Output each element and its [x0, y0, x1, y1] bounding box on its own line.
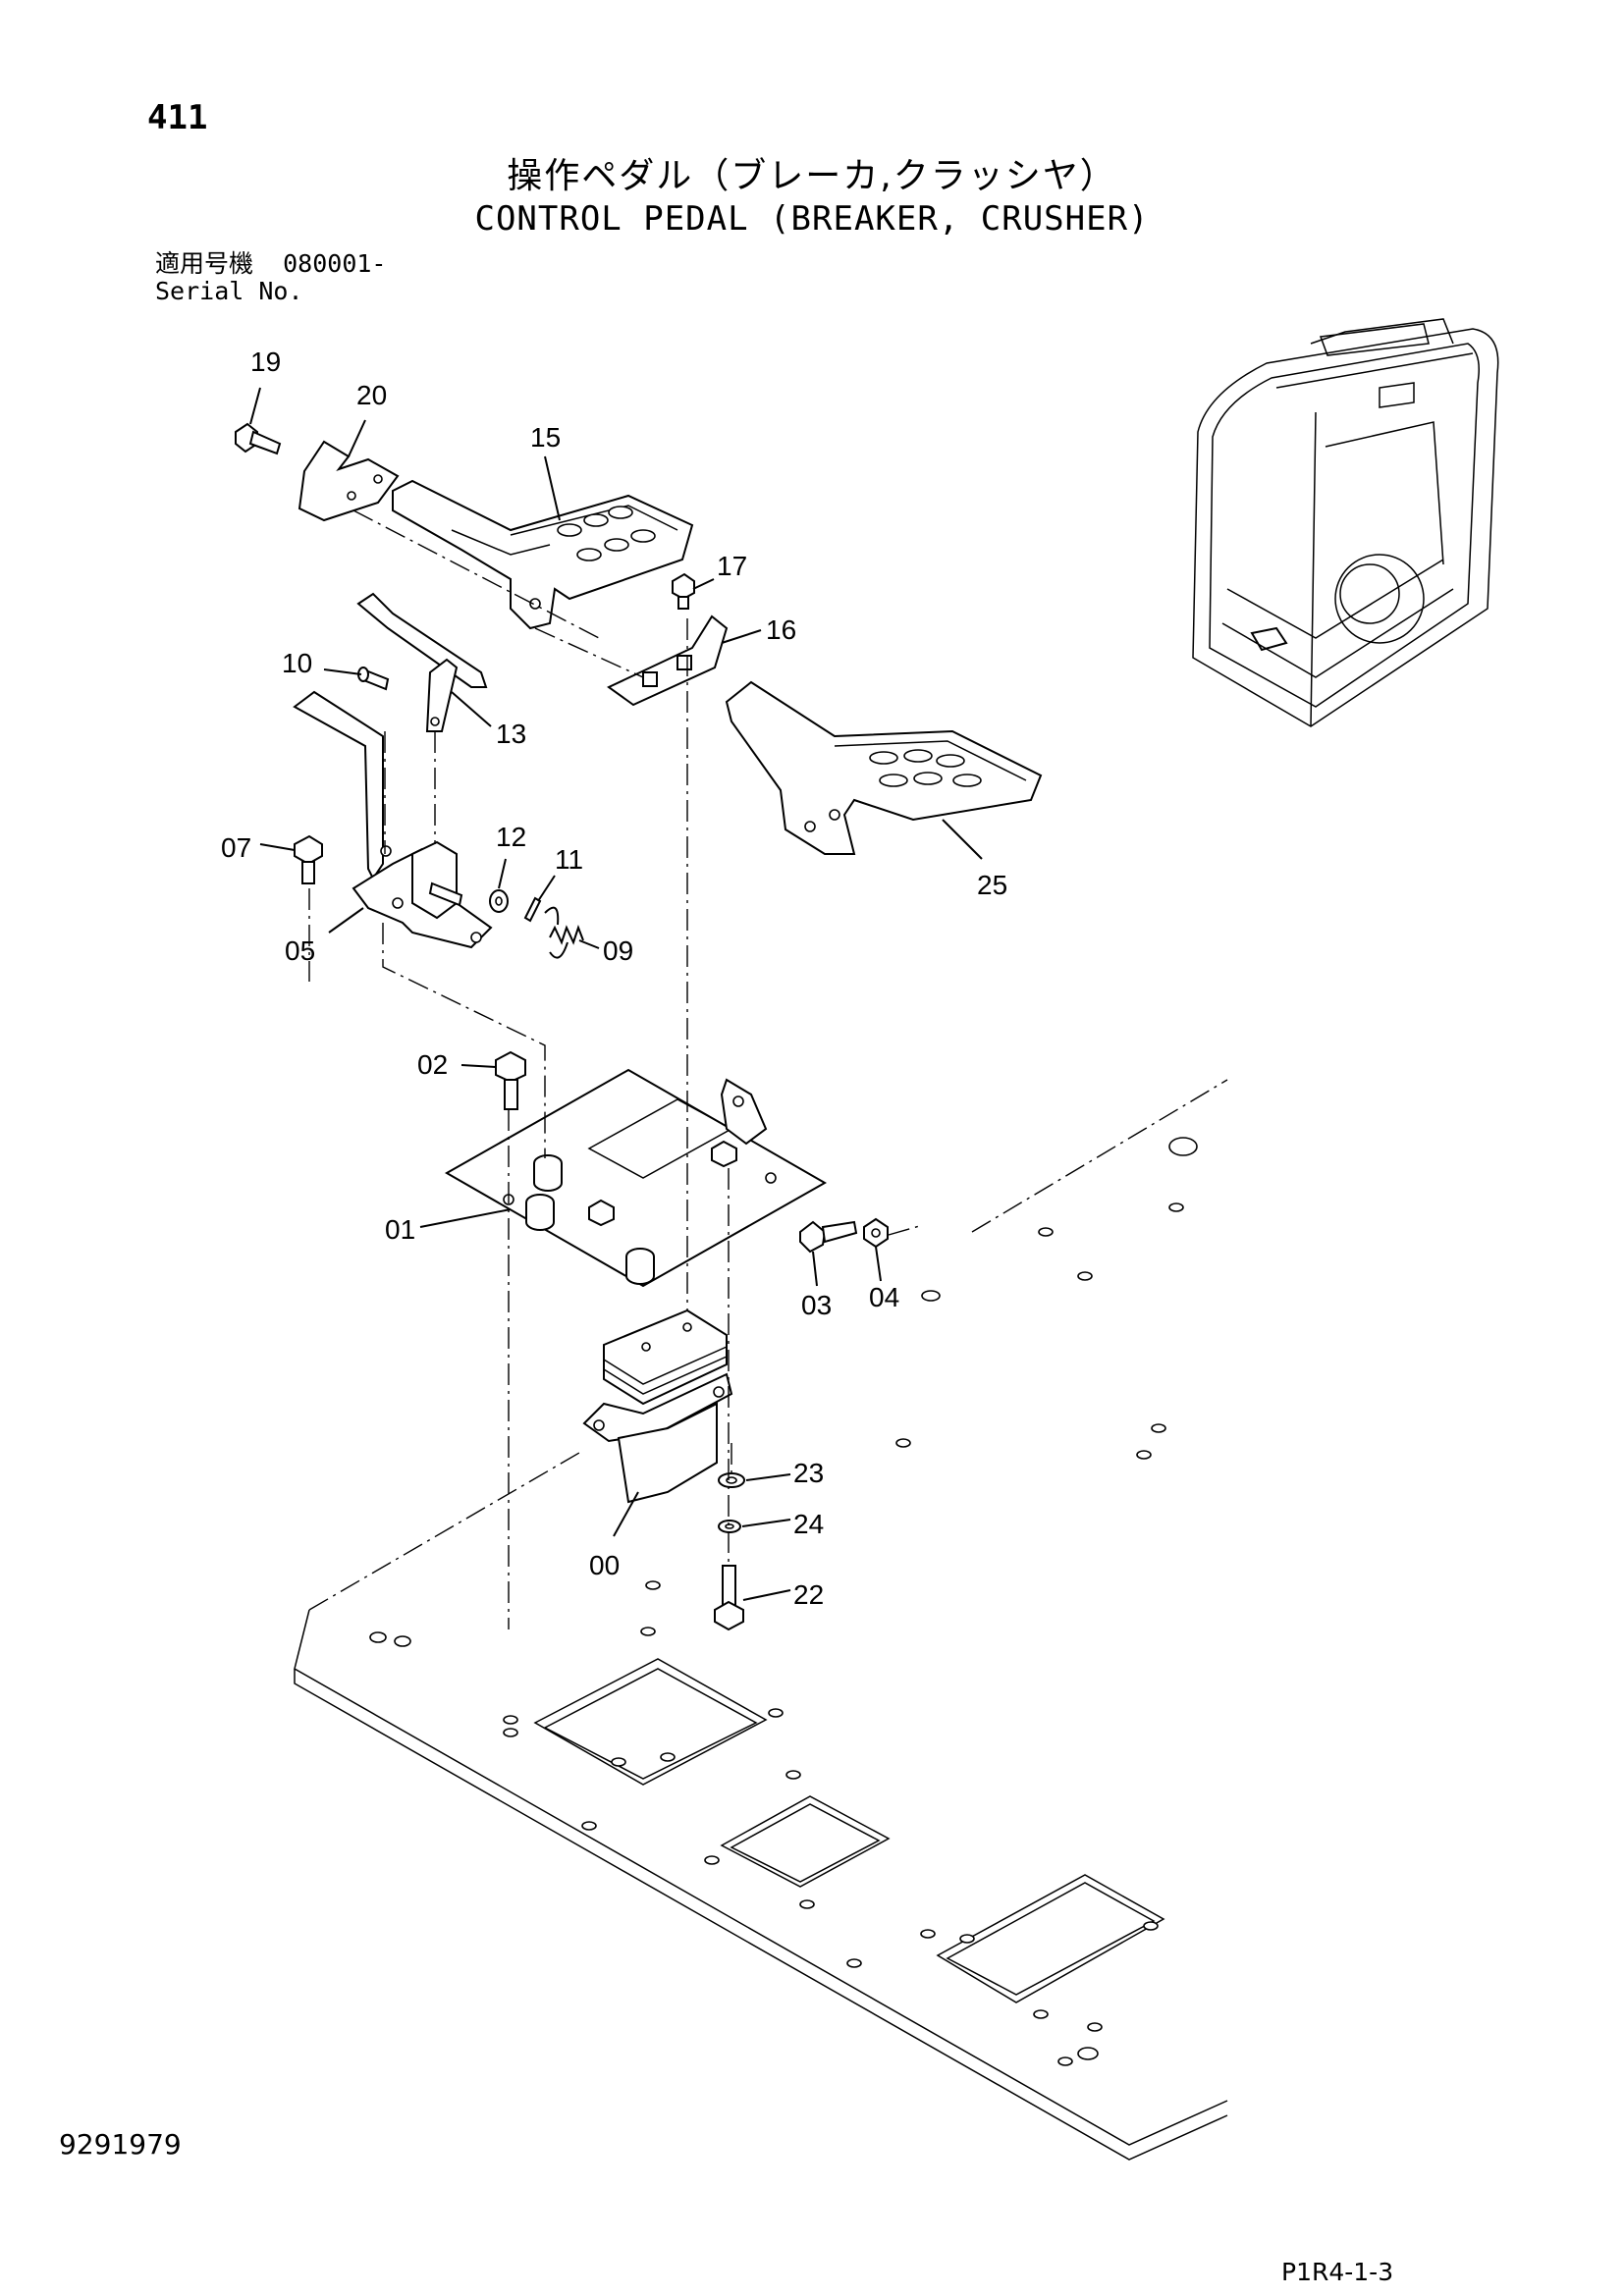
part-00-pedal-valve [582, 1308, 733, 1504]
callout-15: 15 [530, 422, 561, 453]
callout-24: 24 [793, 1509, 824, 1539]
callout-02: 02 [417, 1049, 448, 1080]
serial-value: 080001- [283, 249, 387, 278]
part-09-spring [544, 906, 584, 959]
callout-22: 22 [793, 1579, 824, 1610]
part-05-bracket [293, 690, 493, 949]
part-22-bolt [714, 1565, 744, 1631]
part-24-washer [718, 1520, 741, 1533]
serial-label-ja: 適用号機 [155, 249, 254, 278]
callout-19: 19 [250, 347, 281, 377]
callout-16: 16 [766, 614, 796, 645]
callout-01: 01 [385, 1214, 415, 1245]
part-13-lever [356, 592, 488, 732]
part-12-washer [489, 889, 509, 913]
callout-07: 07 [221, 832, 251, 863]
title-japanese: 操作ペダル（ブレーカ,クラッシヤ） [507, 156, 1117, 196]
part-03-bolt [799, 1220, 858, 1254]
part-04-nut [863, 1217, 889, 1249]
part-07-bolt [294, 834, 323, 884]
part-10-pin [357, 667, 390, 691]
callout-12: 12 [496, 822, 526, 852]
floor-plate [294, 1079, 1228, 2161]
part-11-pin [523, 896, 542, 923]
serial-block: 適用号機 080001- Serial No. [155, 250, 386, 305]
page-number: 411 [147, 98, 208, 137]
cab-inset-illustration [1192, 318, 1499, 727]
part-02-bolt [495, 1050, 526, 1110]
callout-03: 03 [801, 1290, 832, 1320]
part-19-bolt [235, 422, 282, 455]
serial-label-en: Serial No. [155, 277, 303, 305]
leader-lines [249, 387, 983, 1601]
page-reference: P1R4-1-3 [1281, 2258, 1394, 2286]
callout-00: 00 [589, 1550, 620, 1580]
part-16-bracket [607, 614, 729, 707]
callout-09: 09 [603, 935, 633, 966]
part-01-base-plate [444, 1068, 828, 1288]
callout-20: 20 [356, 380, 387, 410]
part-20-bracket [298, 440, 400, 522]
callout-labels: 19 20 15 17 16 10 13 07 12 11 05 09 25 0… [221, 347, 1007, 1610]
part-23-washer [718, 1472, 745, 1488]
assembly-centerlines [308, 509, 924, 1629]
callout-04: 04 [869, 1282, 899, 1312]
callout-11: 11 [555, 844, 583, 875]
part-15-pedal [392, 479, 694, 630]
callout-17: 17 [717, 551, 747, 581]
document-number: 9291979 [59, 2128, 182, 2161]
part-25-pedal [725, 680, 1043, 855]
part-17-bolt [672, 572, 695, 610]
callout-10: 10 [282, 648, 312, 678]
callout-05: 05 [285, 935, 315, 966]
callout-25: 25 [977, 870, 1007, 900]
title-english: CONTROL PEDAL (BREAKER, CRUSHER) [474, 199, 1150, 239]
callout-13: 13 [496, 719, 526, 749]
callout-23: 23 [793, 1458, 824, 1488]
